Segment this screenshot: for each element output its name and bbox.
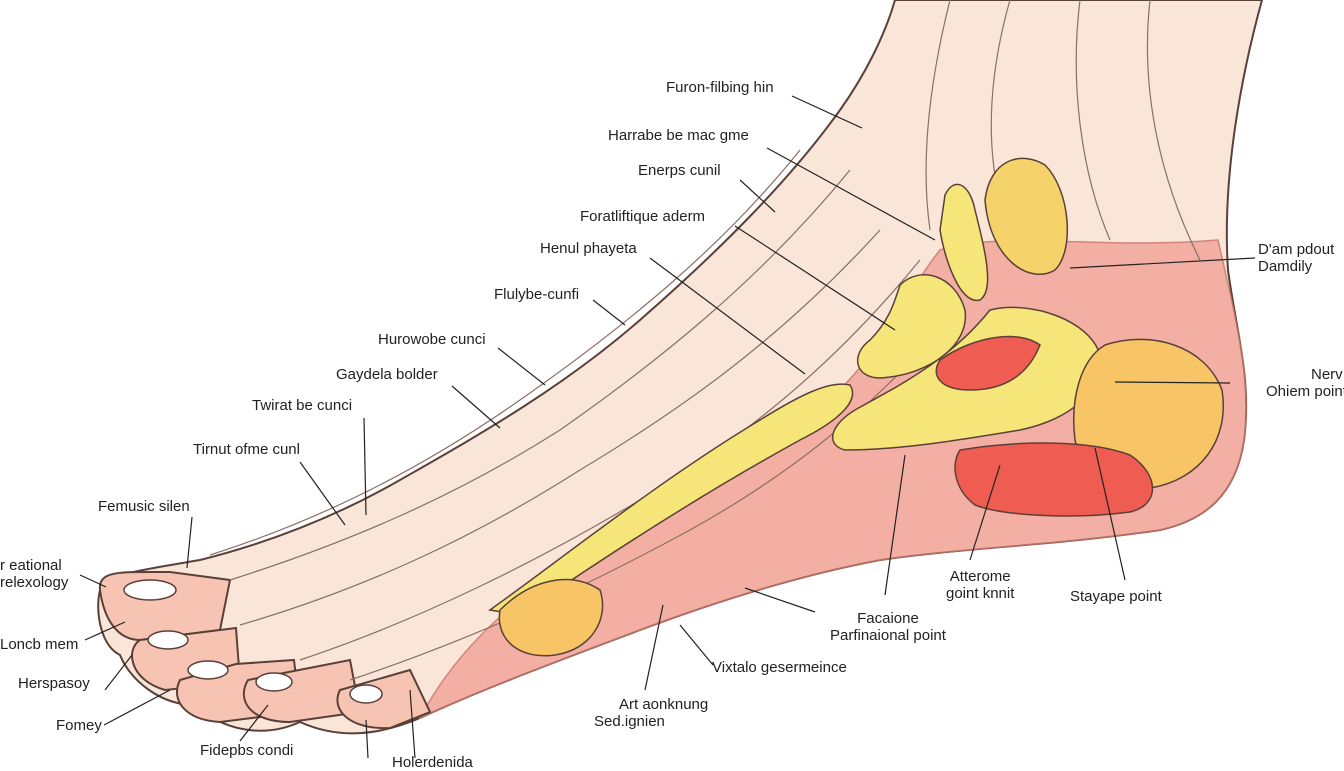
label-furon-filbing-hin: Furon-filbing hin <box>666 79 774 96</box>
tendon-line <box>229 169 851 581</box>
leader-line <box>592 299 626 326</box>
label-enerps-cunil: Enerps cunil <box>638 162 721 179</box>
label-fomey: Fomey <box>56 717 102 734</box>
leader-line <box>186 516 193 569</box>
label-line: r eational <box>0 557 62 574</box>
label-line: relexology <box>0 574 69 591</box>
leader-line <box>239 704 269 742</box>
toenail <box>187 660 229 680</box>
leader-line <box>1069 257 1256 269</box>
label-atterome-goint-knnit: Atterome goint knnit <box>946 568 1014 602</box>
zone-ankle-yellow <box>984 157 1069 275</box>
leader-line <box>744 587 816 613</box>
leader-line <box>1114 381 1231 384</box>
label-art-aonknung: Art aonknung Sed.ignien <box>594 696 708 730</box>
label-hurowobe-cunci: Hurowobe cunci <box>378 331 486 348</box>
leader-line <box>103 689 171 726</box>
leader-line <box>365 719 369 759</box>
label-femusic-silen: Femusic silen <box>98 498 190 515</box>
label-line: Atterome <box>949 568 1011 585</box>
leader-line <box>884 454 906 596</box>
label-line: Nerv <box>1311 366 1343 383</box>
label-facaione-parfinaional-point: Facaione Parfinaional point <box>830 610 946 644</box>
leader-line <box>84 621 126 641</box>
leader-line <box>649 257 806 375</box>
leader-line <box>79 574 107 588</box>
label-line: Facaione <box>857 610 919 627</box>
leader-lines <box>79 95 1256 759</box>
leader-line <box>766 147 936 241</box>
label-vixtalo-gesermeince: Vixtalo gesermeince <box>712 659 847 676</box>
label-nerv-ohiem-point: Nerv Ohiem point <box>1266 366 1344 400</box>
label-line: D'am pdout <box>1258 241 1335 258</box>
leader-line <box>969 464 1001 561</box>
label-harrabe-be-mac-gme: Harrabe be mac gme <box>608 127 749 144</box>
label-line: Damdily <box>1258 258 1313 275</box>
toenail <box>123 579 177 601</box>
leader-line <box>104 654 133 691</box>
tendon-line <box>925 0 951 231</box>
leader-line <box>791 95 863 129</box>
zone-arch-yellow <box>488 383 854 616</box>
label-line: goint knnit <box>946 585 1015 602</box>
label-henul-phayeta: Henul phayeta <box>540 240 637 257</box>
leader-line <box>299 461 346 526</box>
zone-mid-yellow <box>856 274 967 379</box>
label-line: Art aonknung <box>619 696 709 713</box>
leader-line <box>363 417 367 516</box>
zone-heel-red <box>935 335 1041 391</box>
tendon-line <box>239 229 881 626</box>
label-tirnut-ofme-cunl: Tirnut ofme cunl <box>193 441 300 458</box>
label-foratliftique-aderm: Foratliftique aderm <box>580 208 706 225</box>
label-line: Parfinaional point <box>830 627 946 644</box>
leader-line <box>409 689 416 759</box>
label-gaydela-bolder: Gaydela bolder <box>336 366 438 383</box>
zone-ball-orange <box>498 578 604 657</box>
label-twirat-be-cunci: Twirat be cunci <box>252 397 353 414</box>
tendon-line <box>1146 0 1201 261</box>
label-fidepbs-condi: Fidepbs condi <box>200 742 294 759</box>
toenails <box>123 579 383 704</box>
label-herspasoy: Herspasoy <box>18 675 90 692</box>
zone-talus-yellow <box>939 183 989 301</box>
leader-line <box>734 225 896 331</box>
toenail <box>255 672 293 692</box>
label-holerdenida: Holerdenida <box>392 754 473 771</box>
label-dam-pdout-damdily: D'am pdout Damdily <box>1258 241 1334 275</box>
leader-line <box>1094 447 1126 581</box>
label-line: Sed.ignien <box>594 713 665 730</box>
label-stayape-point: Stayape point <box>1070 588 1162 605</box>
tendon-line <box>209 149 801 556</box>
leader-line <box>451 385 501 429</box>
leader-line <box>679 624 714 666</box>
toenail <box>349 684 383 704</box>
label-line: Ohiem point <box>1266 383 1344 400</box>
tendon-line <box>1075 0 1111 241</box>
toe-little <box>336 668 432 730</box>
leader-line <box>739 179 776 213</box>
zone-sole-red <box>954 442 1154 517</box>
label-loncb-mem: Loncb mem <box>0 636 79 653</box>
toenail <box>147 630 189 650</box>
leader-line <box>644 604 664 691</box>
label-reational-relexology: r eational relexology <box>0 557 68 591</box>
label-flulybe-cunfi: Flulybe-cunfi <box>494 286 580 303</box>
leader-line <box>497 347 546 386</box>
